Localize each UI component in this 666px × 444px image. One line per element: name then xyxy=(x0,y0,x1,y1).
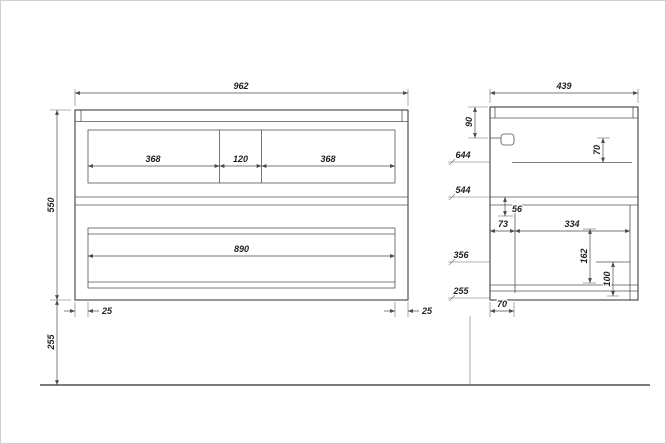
soft-close-bracket xyxy=(500,133,515,146)
front-top-drawers xyxy=(87,129,396,184)
dim-cabinet-height: 550 xyxy=(45,109,71,301)
dim-label-368-right: 368 xyxy=(320,154,335,164)
dim-front-inset-and-inner-depth: 73 334 xyxy=(490,218,630,233)
elevation-levels: 644 544 356 255 xyxy=(448,149,490,302)
dim-label-368-left: 368 xyxy=(145,154,160,164)
dim-bottom-margin-right: 25 xyxy=(384,302,434,317)
dim-top-clearance: 70 xyxy=(591,137,610,163)
dim-label-73: 73 xyxy=(498,219,508,229)
dim-label-334: 334 xyxy=(564,219,579,229)
front-cabinet-outline xyxy=(74,109,409,301)
dim-label-120: 120 xyxy=(233,154,248,164)
dim-label-70-top: 70 xyxy=(592,145,602,155)
dim-label-25-right: 25 xyxy=(421,306,433,316)
dim-bottom-inset: 70 xyxy=(489,298,515,317)
dim-label-962: 962 xyxy=(233,81,248,91)
dim-label-255-front: 255 xyxy=(46,334,56,351)
dim-label-550: 550 xyxy=(46,197,56,212)
dim-apron-height: 90 xyxy=(463,106,488,139)
level-label-255: 255 xyxy=(452,286,469,296)
dim-label-100: 100 xyxy=(602,271,612,286)
dim-overall-depth: 439 xyxy=(489,80,639,103)
level-label-644: 644 xyxy=(455,150,470,160)
dim-floor-clearance: 255 xyxy=(45,300,59,385)
dim-top-drawers: 368 120 368 xyxy=(88,153,395,168)
dim-label-439: 439 xyxy=(555,81,571,91)
dim-label-25-left: 25 xyxy=(101,306,113,316)
dim-gap-56: 56 xyxy=(498,197,524,217)
dim-height-162: 162 xyxy=(578,228,596,284)
side-view: 439 90 644 544 356 255 70 xyxy=(448,80,639,317)
dim-label-162: 162 xyxy=(579,248,589,263)
dim-label-90: 90 xyxy=(464,117,474,127)
level-label-356: 356 xyxy=(453,250,469,260)
dim-label-890: 890 xyxy=(234,244,249,254)
level-label-544: 544 xyxy=(455,185,470,195)
front-bottom-drawer xyxy=(87,227,396,289)
dim-bottom-drawer: 890 xyxy=(88,243,395,258)
front-view: 962 368 120 368 890 25 25 xyxy=(45,80,434,385)
dim-height-100: 100 xyxy=(601,261,619,297)
dim-label-70-bottom: 70 xyxy=(497,299,507,309)
dim-bottom-margin-left: 25 xyxy=(64,302,114,317)
dim-overall-width: 962 xyxy=(74,80,409,106)
dim-label-56: 56 xyxy=(512,204,523,214)
